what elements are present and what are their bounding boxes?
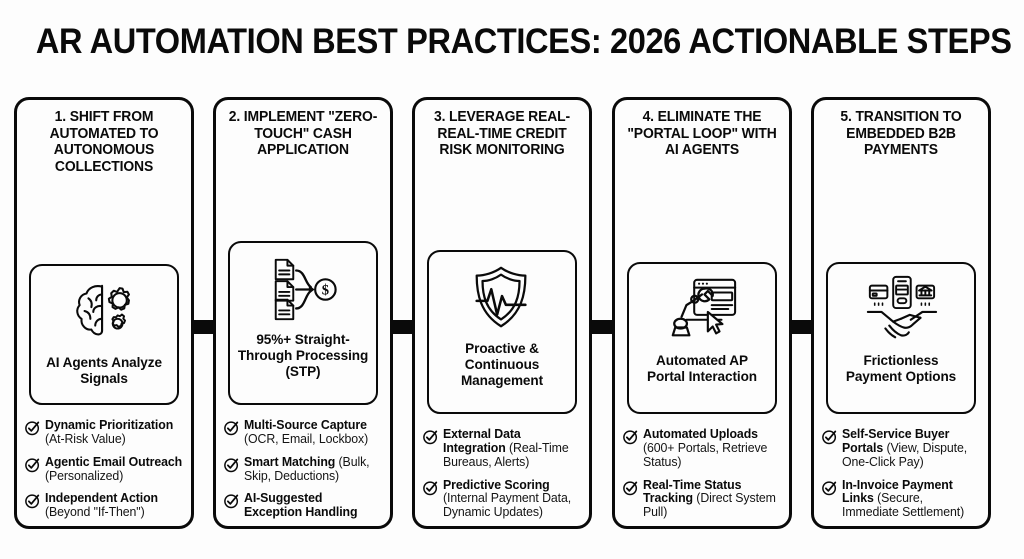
brain-gears-icon	[76, 284, 130, 336]
step-bullet-list: External Data Integration (Real-Time Bur…	[419, 427, 585, 520]
bullet-item: Independent Action (Beyond "If-Then")	[24, 492, 187, 520]
bullet-label: Independent Action	[45, 491, 158, 506]
step-icon-caption: 95%+ Straight-Through Processing (STP)	[238, 331, 369, 380]
check-circle-icon	[24, 494, 40, 509]
bullet-item: Smart Matching (Bulk, Skip, Deductions)	[223, 454, 386, 484]
bullet-label: External Data Integration	[443, 427, 521, 456]
bullet-label: Real-Time Status Tracking	[642, 477, 741, 506]
bullet-label: Self-Service Buyer Portals	[841, 427, 950, 456]
step-heading: 3. LEVERAGE REAL- REAL-TIME CREDIT RISK …	[434, 109, 571, 158]
check-circle-icon	[224, 494, 239, 509]
check-circle-icon	[24, 421, 40, 436]
step-icon-caption: Proactive & Continuous Management	[461, 340, 544, 389]
step-card-4[interactable]: 4. ELIMINATE THE "PORTAL LOOP" WITH AI A…	[611, 97, 792, 529]
bullet-detail: (Internal Payment Data, Dynamic Updates)	[443, 491, 572, 520]
documents-to-dollar-icon	[274, 258, 337, 321]
step-slot-2: 2. IMPLEMENT "ZERO-TOUCH" CASH APPLICATI…	[213, 97, 430, 529]
bullet-text: Smart Matching (Bulk, Skip, Deductions)	[244, 454, 383, 484]
bullet-item: Self-Service Buyer Portals (View, Disput…	[821, 427, 984, 469]
bullet-label: Dynamic Prioritization	[45, 418, 174, 433]
bullet-label: Predictive Scoring	[443, 477, 550, 492]
bullet-label: Automated Uploads	[642, 427, 758, 442]
page-title: AR AUTOMATION BEST PRACTICES: 2026 ACTIO…	[35, 22, 1012, 61]
step-bullet-list: Automated Uploads (600+ Portals, Retriev…	[619, 427, 785, 520]
bullet-label: Multi-Source Capture	[244, 418, 368, 433]
step-icon-box: Automated AP Portal Interaction	[626, 262, 777, 415]
step-icon-caption: Automated AP Portal Interaction	[646, 352, 757, 385]
step-heading: 4. ELIMINATE THE "PORTAL LOOP" WITH AI A…	[626, 109, 777, 158]
step-icon-box: Frictionless Payment Options	[825, 262, 976, 415]
bullet-label: In-Invoice Payment Links	[841, 477, 953, 506]
step-bullet-list: Self-Service Buyer Portals (View, Disput…	[818, 427, 984, 520]
bullet-detail: (Real-Time Bureaus, Alerts)	[443, 441, 569, 469]
step-icon-caption: AI Agents Analyze Signals	[46, 354, 162, 387]
step-heading: 1. SHIFT FROM AUTOMATED TO AUTONOMOUS CO…	[49, 109, 159, 175]
bullet-text: AI-Suggested Exception Handling	[244, 492, 383, 520]
check-circle-icon	[622, 430, 637, 445]
check-circle-icon	[24, 457, 40, 473]
check-circle-icon	[224, 457, 239, 473]
bullet-item: Real-Time Status Tracking (Direct System…	[622, 477, 785, 520]
step-heading: 5. TRANSITION TO EMBEDDED B2B PAYMENTS	[840, 109, 962, 158]
bullet-text: Self-Service Buyer Portals (View, Disput…	[841, 427, 981, 469]
step-bullet-list: Dynamic Prioritization (At-Risk Value) Ag…	[21, 418, 187, 520]
step-bullet-list: Multi-Source Capture (OCR, Email, Lockbo…	[220, 418, 386, 520]
bullet-item: Agentic Email Outreach (Personalized)	[24, 454, 187, 484]
step-slot-5: 5. TRANSITION TO EMBEDDED B2B PAYMENTS Fr…	[810, 97, 1010, 529]
bullet-detail: (Beyond "If-Then")	[45, 505, 145, 520]
bullet-detail: (600+ Portals, Retrieve Status)	[642, 441, 767, 469]
step-card-1[interactable]: 1. SHIFT FROM AUTOMATED TO AUTONOMOUS CO…	[14, 97, 194, 529]
check-circle-icon	[423, 430, 438, 445]
step-card-5[interactable]: 5. TRANSITION TO EMBEDDED B2B PAYMENTS Fr…	[810, 97, 991, 529]
step-icon-caption: Frictionless Payment Options	[845, 352, 956, 385]
bullet-text: Real-Time Status Tracking (Direct System…	[642, 477, 782, 520]
bullet-text: Predictive Scoring (Internal Payment Dat…	[443, 477, 582, 520]
bullet-label: Agentic Email Outreach	[45, 454, 183, 469]
bullet-item: In-Invoice Payment Links (Secure, Immedi…	[821, 477, 984, 520]
bullet-text: External Data Integration (Real-Time Bur…	[443, 427, 582, 469]
step-icon-box: AI Agents Analyze Signals	[29, 264, 179, 406]
step-slot-4: 4. ELIMINATE THE "PORTAL LOOP" WITH AI A…	[611, 97, 828, 529]
bullet-item: External Data Integration (Real-Time Bur…	[422, 427, 585, 469]
step-heading: 2. IMPLEMENT "ZERO-TOUCH" CASH APPLICATI…	[228, 109, 378, 158]
bullet-item: Automated Uploads (600+ Portals, Retriev…	[622, 427, 785, 469]
step-card-2[interactable]: 2. IMPLEMENT "ZERO-TOUCH" CASH APPLICATI…	[213, 97, 394, 529]
step-icon-box: 95%+ Straight-Through Processing (STP)	[228, 241, 379, 406]
bullet-text: Independent Action (Beyond "If-Then")	[45, 492, 184, 520]
bullet-text: Multi-Source Capture (OCR, Email, Lockbo…	[244, 418, 383, 447]
check-circle-icon	[224, 421, 239, 436]
bullet-item: Multi-Source Capture (OCR, Email, Lockbo…	[223, 418, 386, 447]
check-circle-icon	[821, 480, 836, 495]
bullet-text: Automated Uploads (600+ Portals, Retriev…	[642, 427, 782, 469]
check-circle-icon	[423, 480, 438, 495]
bullet-detail: (Direct System Pull)	[642, 491, 776, 520]
bullet-text: Agentic Email Outreach (Personalized)	[45, 454, 184, 484]
step-card-3[interactable]: 3. LEVERAGE REAL- REAL-TIME CREDIT RISK …	[412, 97, 593, 529]
step-icon-box: Proactive & Continuous Management	[427, 250, 578, 415]
bullet-label: Smart Matching	[244, 454, 336, 469]
bullet-detail: (View, Dispute, One-Click Pay)	[841, 441, 967, 469]
robot-arm-browser-cursor-icon	[671, 278, 736, 337]
steps-row: 1. SHIFT FROM AUTOMATED TO AUTONOMOUS CO…	[14, 97, 1010, 529]
bullet-detail: (OCR, Email, Lockbox)	[244, 432, 369, 447]
step-slot-1: 1. SHIFT FROM AUTOMATED TO AUTONOMOUS CO…	[14, 97, 230, 529]
bullet-detail: (Bulk, Skip, Deductions)	[244, 454, 370, 483]
bullet-detail: (Secure, Immediate Settlement)	[841, 491, 964, 520]
check-circle-icon	[821, 430, 836, 445]
step-slot-3: 3. LEVERAGE REAL- REAL-TIME CREDIT RISK …	[412, 97, 629, 529]
bullet-text: Dynamic Prioritization (At-Risk Value)	[45, 418, 184, 447]
bullet-item: Predictive Scoring (Internal Payment Dat…	[422, 477, 585, 520]
bullet-detail: (At-Risk Value)	[45, 432, 126, 447]
bullet-item: AI-Suggested Exception Handling	[223, 492, 386, 520]
bullet-text: In-Invoice Payment Links (Secure, Immedi…	[841, 477, 981, 520]
bullet-detail: (Personalized)	[45, 468, 124, 483]
bullet-item: Dynamic Prioritization (At-Risk Value)	[24, 418, 187, 447]
check-circle-icon	[622, 480, 637, 495]
bullet-label: AI-Suggested Exception Handling	[244, 491, 358, 520]
shield-pulse-icon	[475, 266, 528, 328]
handshake-payments-icon	[866, 276, 937, 339]
